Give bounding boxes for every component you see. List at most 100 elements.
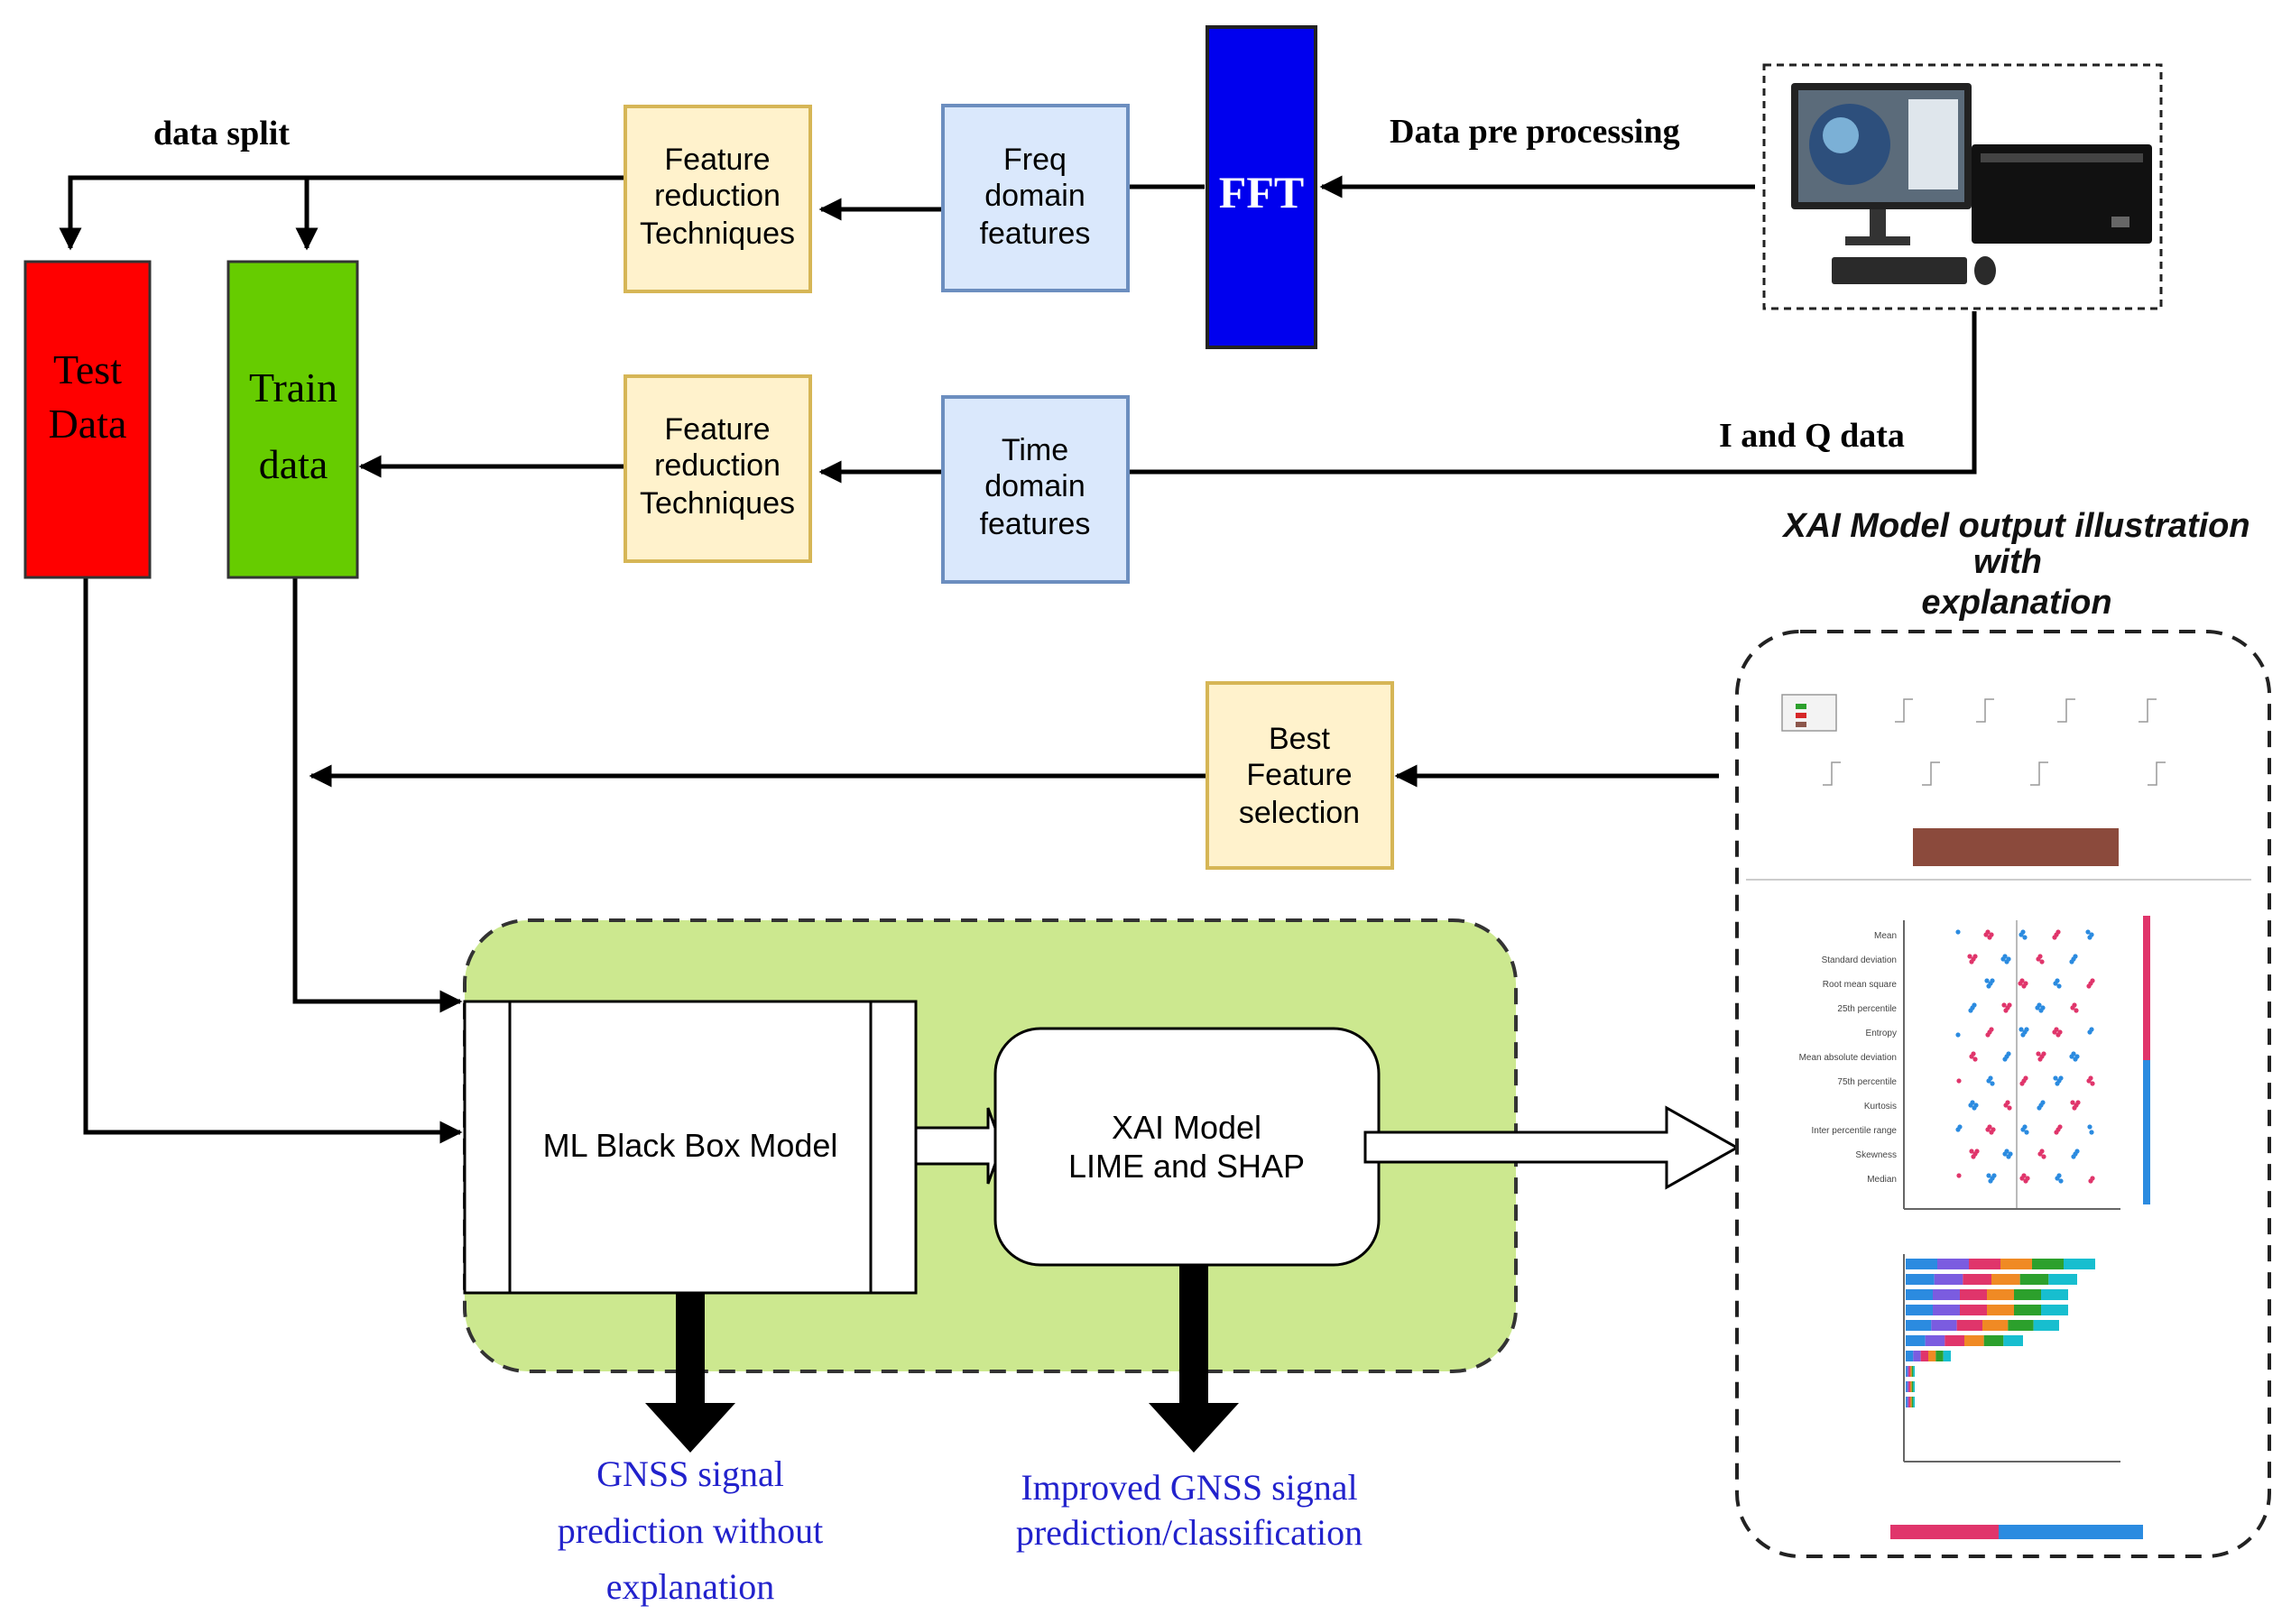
stacked-bar-segment bbox=[1906, 1274, 1935, 1285]
ml-model-label: ML Black Box Model bbox=[543, 1127, 838, 1164]
shap-dot bbox=[2023, 1178, 2028, 1184]
stacked-bar-segment bbox=[1907, 1366, 1909, 1377]
test-data-label-1: Test bbox=[53, 346, 122, 392]
shap-dot bbox=[2018, 1027, 2024, 1032]
shap-feature-label: Median bbox=[1867, 1175, 1897, 1185]
shap-dot bbox=[1984, 978, 1990, 983]
time-label-2: domain bbox=[984, 469, 1085, 503]
xai-output-title-1: XAI Model output illustration bbox=[1781, 507, 2249, 545]
shap-dot bbox=[2036, 956, 2041, 962]
pred-label-2: prediction without bbox=[558, 1510, 823, 1551]
feature-reduction-bottom-label-2: reduction bbox=[654, 448, 781, 483]
freq-label-1: Freq bbox=[1003, 143, 1067, 177]
shap-dot bbox=[2071, 1154, 2076, 1159]
data-pre-processing-label: Data pre processing bbox=[1390, 113, 1680, 151]
shap-dot bbox=[2089, 1130, 2094, 1135]
test-data-label-2: Data bbox=[49, 401, 127, 447]
stacked-bar-segment bbox=[1906, 1366, 1908, 1377]
shap-feature-label: Entropy bbox=[1866, 1029, 1897, 1038]
stacked-bar-segment bbox=[1910, 1397, 1912, 1407]
freq-label-3: features bbox=[980, 217, 1091, 251]
stacked-bar-segment bbox=[2064, 1259, 2095, 1269]
feature-reduction-bottom-label-3: Techniques bbox=[640, 486, 795, 521]
improved-label-1: Improved GNSS signal bbox=[1021, 1467, 1357, 1508]
stacked-bar-segment bbox=[2019, 1274, 2049, 1285]
shap-dot bbox=[2037, 1105, 2042, 1111]
stacked-bar-segment bbox=[2000, 1259, 2032, 1269]
shap-dot bbox=[2086, 983, 2092, 989]
shap-dot bbox=[1968, 1103, 1973, 1108]
shap-dot bbox=[2070, 1100, 2075, 1105]
stacked-bar-segment bbox=[1908, 1366, 1910, 1377]
stacked-bar-segment bbox=[2003, 1335, 2023, 1346]
stacked-bar-segment bbox=[1956, 1320, 1982, 1331]
shap-dot bbox=[2055, 1176, 2060, 1181]
shap-dot bbox=[2069, 1054, 2074, 1059]
stacked-bar-segment bbox=[1906, 1259, 1937, 1269]
shap-dot bbox=[2035, 1005, 2040, 1010]
stacked-bar-segment bbox=[1964, 1335, 1984, 1346]
shap-dot bbox=[2002, 1151, 2008, 1157]
shap-dot bbox=[2052, 1029, 2057, 1035]
stacked-bar-segment bbox=[1910, 1381, 1912, 1392]
test-data-box bbox=[23, 260, 152, 579]
stacked-bar-segment bbox=[1969, 1259, 2000, 1269]
pred-label-1: GNSS signal bbox=[596, 1453, 784, 1494]
shap-dot bbox=[2073, 1057, 2078, 1062]
shap-dot bbox=[2087, 1124, 2092, 1130]
shap-dot bbox=[2018, 981, 2023, 986]
force-plot-positive bbox=[1890, 1525, 1999, 1539]
shap-dot bbox=[2024, 1130, 2029, 1135]
xai-prediction-arrow bbox=[1149, 1265, 1239, 1453]
shap-dot bbox=[1985, 1032, 1991, 1038]
stacked-bar-segment bbox=[1931, 1320, 1957, 1331]
best-feature-label-3: selection bbox=[1239, 796, 1360, 830]
stacked-bar-segment bbox=[1908, 1381, 1910, 1392]
stacked-bar-segment bbox=[1925, 1335, 1945, 1346]
stacked-bar-segment bbox=[1933, 1289, 1960, 1300]
fft-label: FFT bbox=[1219, 167, 1304, 217]
feature-reduction-top-label-3: Techniques bbox=[640, 217, 795, 251]
shap-dot bbox=[1956, 1078, 1962, 1084]
shap-dot bbox=[2039, 959, 2045, 964]
shap-dot bbox=[1986, 1173, 1991, 1178]
train-data-box bbox=[226, 260, 359, 579]
shap-dot bbox=[1987, 935, 1992, 940]
shap-summary-plot bbox=[1903, 916, 2150, 1210]
stacked-bar-segment bbox=[1960, 1305, 1987, 1315]
shap-dot bbox=[2058, 1178, 2064, 1184]
shap-dot bbox=[1969, 959, 1974, 964]
feature-reduction-top-label-1: Feature bbox=[664, 143, 770, 177]
shap-feature-label: Standard deviation bbox=[1822, 955, 1897, 965]
stacked-bar-segment bbox=[1907, 1397, 1909, 1407]
shap-dot bbox=[2070, 1005, 2075, 1010]
time-label-1: Time bbox=[1002, 433, 1068, 467]
shap-dot bbox=[2087, 1029, 2092, 1035]
xai-output-title-3: explanation bbox=[1921, 584, 2111, 622]
shap-feature-label: Mean bbox=[1874, 931, 1897, 941]
shap-dot bbox=[2054, 1130, 2059, 1135]
shap-dot bbox=[2002, 1057, 2008, 1062]
shap-dot bbox=[1955, 929, 1961, 935]
shap-dot bbox=[1986, 983, 1991, 989]
xai-output-title-2: with bbox=[1973, 543, 2042, 581]
ml-prediction-arrow bbox=[645, 1293, 735, 1453]
shap-dot bbox=[2072, 1105, 2077, 1111]
shap-dot bbox=[2019, 1176, 2025, 1181]
shap-dot bbox=[1983, 932, 1989, 937]
shap-feature-label: 25th percentile bbox=[1837, 1004, 1897, 1014]
shap-dot bbox=[1969, 1054, 1974, 1059]
train-data-label-1: Train bbox=[249, 364, 337, 411]
stacked-bar-segment bbox=[1907, 1381, 1909, 1392]
shap-dot bbox=[1985, 1127, 1991, 1132]
shap-dot bbox=[1955, 1127, 1961, 1132]
stacked-bar-segment bbox=[1991, 1274, 2020, 1285]
stacked-bar-segment bbox=[1987, 1305, 2014, 1315]
shap-feature-label: Root mean square bbox=[1823, 980, 1898, 990]
shap-dot bbox=[1972, 1057, 1978, 1062]
stacked-bar-segment bbox=[1906, 1381, 1908, 1392]
freq-domain-box bbox=[941, 104, 1130, 292]
shap-dot bbox=[2053, 1075, 2058, 1081]
feature-reduction-box-top bbox=[624, 105, 812, 293]
